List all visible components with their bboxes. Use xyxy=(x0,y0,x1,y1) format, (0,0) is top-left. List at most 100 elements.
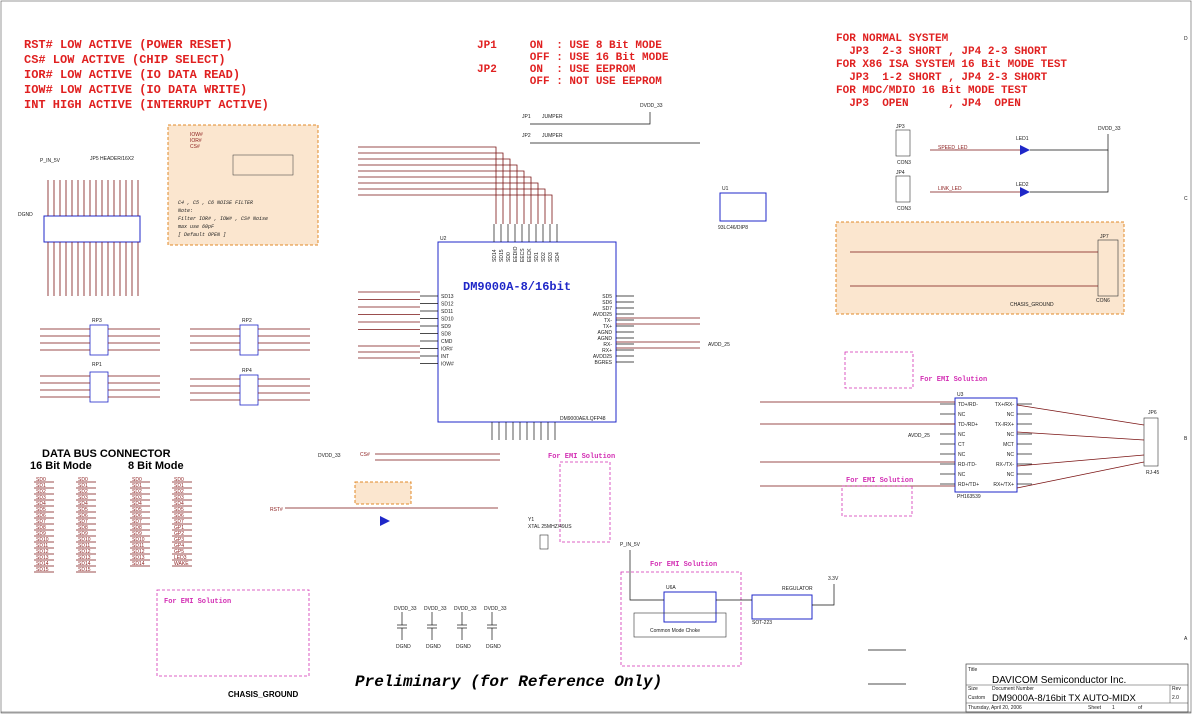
bus16-label: SD11 xyxy=(78,543,90,549)
svg-text:8 Bit Mode: 8 Bit Mode xyxy=(128,460,184,472)
svg-text:P_IN_5V: P_IN_5V xyxy=(620,542,641,548)
decoupling-cap-gnd-label: DGND xyxy=(456,644,471,650)
chip-pin-left-label: CMD xyxy=(441,339,453,345)
bus8-label: GP3 xyxy=(174,537,184,543)
svg-text:Y1: Y1 xyxy=(528,517,534,523)
svg-text:RJ-45: RJ-45 xyxy=(1146,470,1160,476)
sd-bus-wire xyxy=(358,158,511,224)
svg-text:CS#: CS# xyxy=(360,452,370,458)
bus8-label: GP2 xyxy=(174,531,184,537)
bus16-label: SD15 xyxy=(36,567,49,573)
svg-text:JP2 ON : USE EEPROM: JP2 ON : USE EEPROM xyxy=(477,64,636,76)
svg-text:LED1: LED1 xyxy=(1016,136,1029,142)
svg-text:RST#: RST# xyxy=(270,507,283,513)
svg-text:U2: U2 xyxy=(440,236,447,242)
bus8-label-left: SD1 xyxy=(132,483,142,489)
title-block: Title DAVICOM Semiconductor Inc. Size Cu… xyxy=(965,663,1189,713)
svg-text:CHASIS_GROUND: CHASIS_GROUND xyxy=(1010,302,1054,308)
bus16-label: SD5 xyxy=(36,507,46,513)
svg-text:RP1: RP1 xyxy=(92,362,102,368)
bus16-label: SD0 xyxy=(78,477,88,483)
dm9000a-chip: U2 DM9000A-8/16bit DM9000AE/LQFP48 SD13S… xyxy=(420,224,634,440)
zone-marker: D xyxy=(1184,36,1188,42)
chip-pin-top-label: SD14 xyxy=(492,249,498,262)
bus8-label-left: SD12 xyxy=(132,549,145,555)
svg-text:Title: Title xyxy=(968,667,977,673)
svg-text:RP3: RP3 xyxy=(92,318,102,324)
svg-text:Sheet: Sheet xyxy=(1088,705,1102,711)
chip-pin-right-label: TX- xyxy=(604,318,612,324)
bus8-label-left: SD10 xyxy=(132,537,145,543)
bus8-label-left: SD6 xyxy=(132,513,142,519)
bus8-label: SD2 xyxy=(174,489,184,495)
svg-text:IOR# LOW ACTIVE (IO DATA REA: IOR# LOW ACTIVE (IO DATA READ) xyxy=(24,68,240,82)
svg-text:CHASIS_GROUND: CHASIS_GROUND xyxy=(228,690,298,699)
svg-text:P_IN_5V: P_IN_5V xyxy=(40,158,61,164)
bus8-label: SD0 xyxy=(174,477,184,483)
bus8-label-left: SD14 xyxy=(132,561,145,567)
svg-text:DM9000A-8/16bit TX AUTO-MIDX: DM9000A-8/16bit TX AUTO-MIDX xyxy=(992,693,1136,704)
svg-text:CON3: CON3 xyxy=(897,206,911,212)
transformer-pin-left-label: NC xyxy=(958,452,966,458)
svg-text:max use 60pF: max use 60pF xyxy=(178,224,215,230)
svg-text:JP5 HEADER/16X2: JP5 HEADER/16X2 xyxy=(90,156,134,162)
jp5-header: P_IN_5V JP5 HEADER/16X2 DGND xyxy=(18,156,141,296)
svg-text:JP6: JP6 xyxy=(1148,410,1157,416)
svg-text:For EMI Solution: For EMI Solution xyxy=(164,598,231,606)
chip-pin-right-label: SD5 xyxy=(602,294,612,300)
zone-marker: B xyxy=(1184,436,1188,442)
transformer-pin-left-label: NC xyxy=(958,432,966,438)
bus8-label: SD5 xyxy=(174,507,184,513)
svg-text:Common Mode Choke: Common Mode Choke xyxy=(650,628,700,634)
transformer-pin-left-label: NC xyxy=(958,412,966,418)
transformer-pin-left-label: TD+/RD- xyxy=(958,402,978,408)
noise-filter-block: IOW# IOR# CS# C4 , C5 , C6 NOISE FILTER … xyxy=(167,124,319,246)
tx-rx-wires: AVDD_25 AVDD_25 xyxy=(616,317,955,487)
svg-text:IOR#: IOR# xyxy=(190,138,202,144)
transformer-pin-left-label: NC xyxy=(958,472,966,478)
bus16-label: SD10 xyxy=(36,537,49,543)
bus16-label: SD14 xyxy=(36,561,49,567)
zone-marker: C xyxy=(1184,196,1188,202)
transformer-pin-left-label: TD-/RD+ xyxy=(958,422,978,428)
bus16-label: SD0 xyxy=(36,477,46,483)
sd-bus-wire xyxy=(358,188,546,224)
svg-text:AVDD_25: AVDD_25 xyxy=(708,342,730,348)
svg-text:CON6: CON6 xyxy=(1096,298,1110,304)
svg-text:FOR NORMAL SYSTEM: FOR NORMAL SYSTEM xyxy=(836,33,949,45)
chip-pin-right-label: SD6 xyxy=(602,300,612,306)
bus8-label-left: SD11 xyxy=(132,543,144,549)
resistor-pack-body xyxy=(239,324,259,356)
svg-text:For EMI Solution: For EMI Solution xyxy=(548,453,615,461)
bus16-label: SD11 xyxy=(36,543,48,549)
svg-text:JP1 ON : USE 8 Bit MODE: JP1 ON : USE 8 Bit MODE xyxy=(477,40,662,52)
transformer-pin-right-label: RX+/TX+ xyxy=(993,482,1014,488)
svg-text:JP3 1-2 SHORT , JP4 2-3 SHORT: JP3 1-2 SHORT , JP4 2-3 SHORT xyxy=(836,72,1048,84)
svg-text:OFF : USE 16 Bit MODE: OFF : USE 16 Bit MODE xyxy=(477,52,669,64)
bus16-label: SD12 xyxy=(78,549,91,555)
transformer-pin-right-label: NC xyxy=(1007,412,1015,418)
chip-pin-top-label: EECK xyxy=(527,248,533,262)
svg-text:DVDD_33: DVDD_33 xyxy=(1098,126,1121,132)
decoupling-cap-gnd-label: DGND xyxy=(486,644,501,650)
svg-text:IOW# LOW ACTIVE (IO DATA WRI: IOW# LOW ACTIVE (IO DATA WRITE) xyxy=(24,83,247,97)
svg-text:U3: U3 xyxy=(957,392,964,398)
svg-text:Note:: Note: xyxy=(178,208,193,214)
chip-pin-right-label: BGRES xyxy=(594,360,612,366)
chip-pin-right-label: SD7 xyxy=(602,306,612,312)
transformer-pin-right-label: NC xyxy=(1007,472,1015,478)
transformer-pin-right-label: RX-/TX- xyxy=(996,462,1014,468)
svg-text:16 Bit Mode: 16 Bit Mode xyxy=(30,460,92,472)
svg-text:of: of xyxy=(1138,705,1143,711)
svg-text:U1: U1 xyxy=(722,186,729,192)
resistor-packs: RP3 RP1 RP2 RP4 xyxy=(40,318,310,406)
bus16-label: SD14 xyxy=(78,561,91,567)
bus16-label: SD6 xyxy=(78,513,88,519)
svg-text:XTAL 25MHZ/49US: XTAL 25MHZ/49US xyxy=(528,524,572,530)
svg-text:OFF : NOT USE EEPROM: OFF : NOT USE EEPROM xyxy=(477,76,662,88)
decoupling-cap-gnd-label: DGND xyxy=(396,644,411,650)
bus8-label: GP4 xyxy=(174,543,184,549)
